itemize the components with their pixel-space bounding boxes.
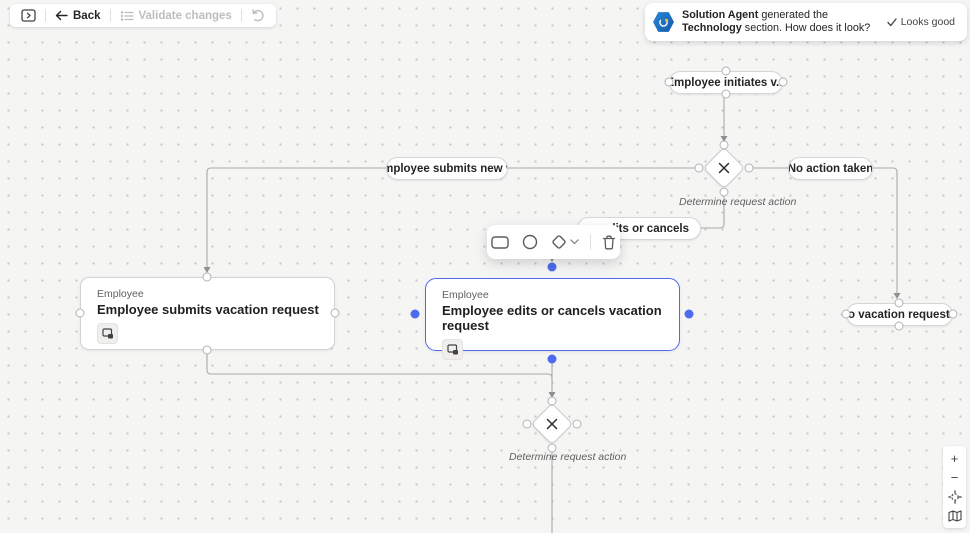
shape-toolbar	[487, 225, 620, 259]
node-pill-no-vacation-request[interactable]: No vacation request...	[846, 303, 953, 326]
task-card-employee-submits[interactable]: Employee Employee submits vacation reque…	[80, 277, 335, 350]
checklist-icon	[120, 10, 134, 21]
gateway-determine-request-action-bottom[interactable]	[528, 400, 576, 448]
fit-view-button[interactable]	[944, 487, 965, 506]
zoom-out-button[interactable]: −	[944, 468, 965, 487]
minimap-button[interactable]	[944, 506, 965, 525]
agent-notification: Solution Agent generated the Technology …	[645, 3, 967, 41]
zoom-in-button[interactable]: +	[944, 449, 965, 468]
connection-handle[interactable]	[719, 187, 729, 197]
x-gateway-icon	[546, 418, 558, 430]
check-icon	[887, 17, 897, 26]
solution-agent-icon	[653, 12, 674, 32]
x-gateway-icon	[718, 162, 730, 174]
fit-view-icon	[947, 489, 962, 504]
trash-icon	[602, 235, 616, 249]
agent-name: Solution Agent	[682, 9, 759, 21]
zoom-in-label: +	[950, 451, 959, 466]
validate-changes-label: Validate changes	[138, 9, 232, 22]
card-title: Employee submits vacation request	[97, 302, 319, 317]
task-card-employee-edits-selected[interactable]: Employee Employee edits or cancels vacat…	[425, 278, 680, 360]
connection-handle[interactable]	[664, 77, 674, 87]
gateway-annotation-top: Determine request action	[679, 196, 797, 208]
connection-handle[interactable]	[721, 89, 731, 99]
card-category: Employee	[97, 288, 144, 300]
undo-icon	[252, 9, 264, 22]
rectangle-shape-button[interactable]	[489, 234, 511, 251]
diamond-icon	[552, 235, 566, 249]
notification-message: Solution Agent generated the Technology …	[682, 9, 877, 35]
selection-handle[interactable]	[410, 309, 420, 319]
looks-good-button[interactable]: Looks good	[885, 12, 957, 32]
connection-handle[interactable]	[744, 163, 754, 173]
validate-changes-button[interactable]: Validate changes	[118, 10, 234, 22]
back-arrow-icon	[55, 10, 68, 21]
connection-handle[interactable]	[894, 298, 904, 308]
connection-handle[interactable]	[202, 272, 212, 282]
open-panel-icon	[21, 9, 36, 22]
edge-gateway-to-left-card	[206, 167, 699, 269]
zoom-out-label: −	[950, 470, 959, 485]
connection-handle[interactable]	[721, 66, 731, 76]
selection-handle[interactable]	[684, 309, 694, 319]
edge-label-no-action-taken[interactable]: No action taken	[788, 157, 873, 180]
toolbar-divider	[109, 9, 111, 22]
circle-shape-button[interactable]	[520, 232, 540, 252]
connection-handle[interactable]	[522, 419, 532, 429]
circle-icon	[522, 234, 538, 250]
message-text: generated the	[758, 9, 829, 21]
section-name: Technology	[682, 22, 742, 34]
connection-handle[interactable]	[75, 308, 85, 318]
connection-handle[interactable]	[572, 419, 582, 429]
map-icon	[947, 509, 962, 522]
edge-left-card-to-bottom-gateway	[206, 350, 553, 394]
connection-handle[interactable]	[841, 309, 851, 319]
edge-label-text: Employee submits new va	[387, 162, 507, 175]
connection-handle[interactable]	[719, 140, 729, 150]
gateway-annotation-bottom: Determine request action	[509, 451, 627, 463]
edge-gateway-to-no-vacation	[749, 167, 898, 295]
toolbar-divider	[45, 9, 46, 22]
edge-label-text: No action taken	[788, 162, 873, 175]
chevron-down-icon	[570, 239, 579, 245]
message-text: section. How does it look?	[741, 22, 871, 34]
connection-handle[interactable]	[330, 308, 340, 318]
connection-handle[interactable]	[948, 309, 958, 319]
delete-shape-button[interactable]	[600, 233, 618, 252]
shape-toolbar-divider	[590, 234, 591, 250]
open-panel-button[interactable]	[19, 9, 38, 22]
gateway-determine-request-action-top[interactable]	[700, 144, 748, 192]
connection-handle[interactable]	[202, 345, 212, 355]
toolbar-divider	[240, 9, 242, 22]
zoom-controls: + −	[943, 446, 966, 528]
connection-handle[interactable]	[694, 163, 704, 173]
diamond-shape-button[interactable]	[549, 232, 581, 252]
node-pill-label: No vacation request...	[847, 308, 952, 321]
connection-handle[interactable]	[547, 396, 557, 406]
edge-label-employee-submits[interactable]: Employee submits new va	[386, 157, 508, 180]
form-icon	[97, 323, 118, 344]
node-pill-label: Employee initiates v...	[669, 76, 783, 89]
selection-handle[interactable]	[547, 262, 557, 272]
back-label: Back	[73, 9, 101, 22]
back-button[interactable]: Back	[53, 10, 103, 22]
card-title: Employee edits or cancels vacation reque…	[442, 303, 662, 333]
selection-handle[interactable]	[547, 354, 557, 364]
connection-handle[interactable]	[778, 77, 788, 87]
form-icon	[442, 339, 463, 360]
rectangle-icon	[491, 235, 509, 249]
looks-good-label: Looks good	[900, 16, 955, 28]
undo-button[interactable]	[249, 9, 267, 22]
editor-toolbar: Back Validate changes	[10, 4, 276, 27]
card-category: Employee	[442, 289, 489, 301]
connection-handle[interactable]	[547, 443, 557, 453]
connection-handle[interactable]	[894, 321, 904, 331]
